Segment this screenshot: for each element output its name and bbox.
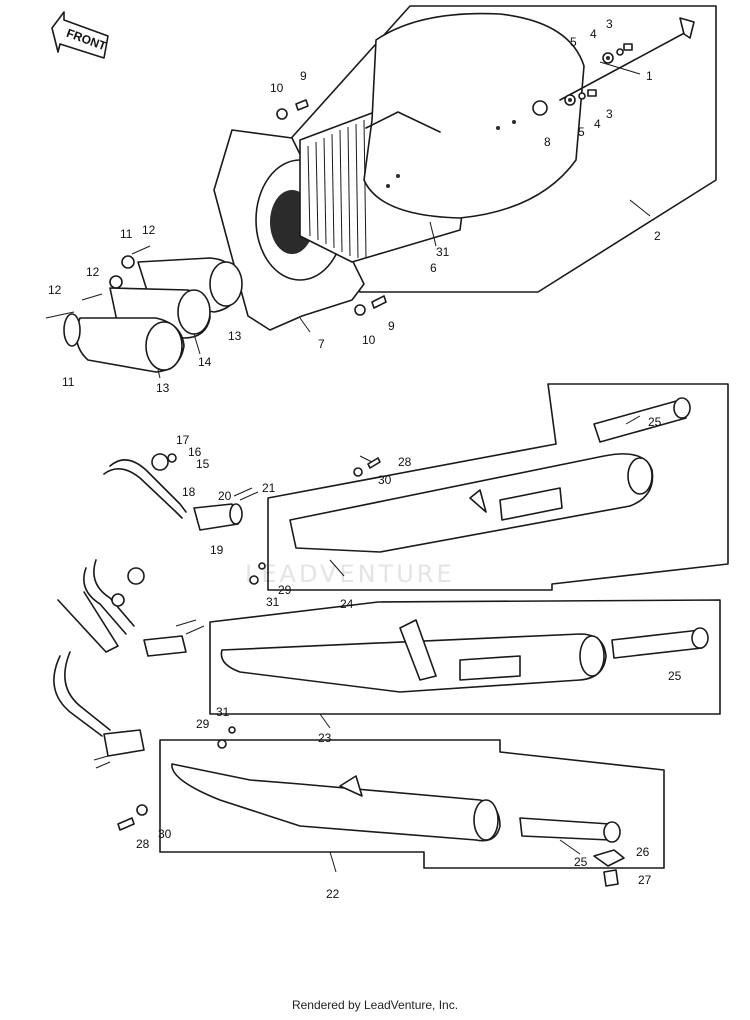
callout-25b: 25 <box>668 669 682 683</box>
hose-clamp-middle-group <box>53 559 205 769</box>
hose-clamp-upper-group <box>103 453 259 531</box>
callout-26: 26 <box>636 845 650 859</box>
callout-21: 21 <box>262 481 276 495</box>
callout-4a: 4 <box>590 27 597 41</box>
callout-31a: 31 <box>436 245 450 259</box>
callout-11a: 11 <box>120 227 133 241</box>
callout-2: 2 <box>654 229 661 243</box>
callout-29b: 29 <box>196 717 210 731</box>
leader-lines <box>157 61 651 873</box>
callout-28a: 28 <box>398 455 412 469</box>
callout-12c: 12 <box>48 283 62 297</box>
callout-20: 20 <box>218 489 232 503</box>
callout-29a: 29 <box>278 583 292 597</box>
callout-16: 16 <box>188 445 202 459</box>
callout-9a: 9 <box>300 69 307 83</box>
callout-9b: 9 <box>388 319 395 333</box>
callout-25a: 25 <box>648 415 662 429</box>
callout-23: 23 <box>318 731 332 745</box>
callout-6: 6 <box>430 261 437 275</box>
callout-30b: 30 <box>158 827 172 841</box>
muffler-lower-group <box>117 726 665 887</box>
callout-19: 19 <box>210 543 224 557</box>
callout-7: 7 <box>318 337 325 351</box>
watermark-text: LEADVENTURE <box>245 560 455 588</box>
callout-1: 1 <box>646 69 653 83</box>
callout-30a: 30 <box>378 473 392 487</box>
intake-tubes-group <box>45 245 243 373</box>
callout-27: 27 <box>638 873 652 887</box>
muffler-middle-group <box>209 599 721 715</box>
callout-3b: 3 <box>606 107 613 121</box>
callout-13b: 13 <box>156 381 170 395</box>
callouts: 1 2 3 3 4 4 5 5 6 7 8 9 9 10 10 11 11 12… <box>48 17 682 901</box>
callout-22: 22 <box>326 887 340 901</box>
callout-14: 14 <box>198 355 212 369</box>
footer-credit: Rendered by LeadVenture, Inc. <box>291 998 459 1012</box>
callout-8: 8 <box>544 135 551 149</box>
front-arrow-icon: FRONT <box>51 11 109 59</box>
callout-5b: 5 <box>578 125 585 139</box>
callout-12b: 12 <box>86 265 100 279</box>
callout-18: 18 <box>182 485 196 499</box>
callout-28b: 28 <box>136 837 150 851</box>
callout-31b: 31 <box>266 595 280 609</box>
callout-10a: 10 <box>270 81 284 95</box>
callout-10b: 10 <box>362 333 376 347</box>
callout-31c: 31 <box>216 705 230 719</box>
callout-3a: 3 <box>606 17 613 31</box>
muffler-upper-group <box>249 383 729 591</box>
callout-4b: 4 <box>594 117 601 131</box>
callout-24: 24 <box>340 597 354 611</box>
callout-13a: 13 <box>228 329 242 343</box>
callout-25c: 25 <box>574 855 588 869</box>
callout-12a: 12 <box>142 223 156 237</box>
callout-5a: 5 <box>570 35 577 49</box>
air-cleaner-group <box>213 5 717 331</box>
callout-15: 15 <box>196 457 210 471</box>
callout-11b: 11 <box>62 375 75 389</box>
callout-17: 17 <box>176 433 190 447</box>
